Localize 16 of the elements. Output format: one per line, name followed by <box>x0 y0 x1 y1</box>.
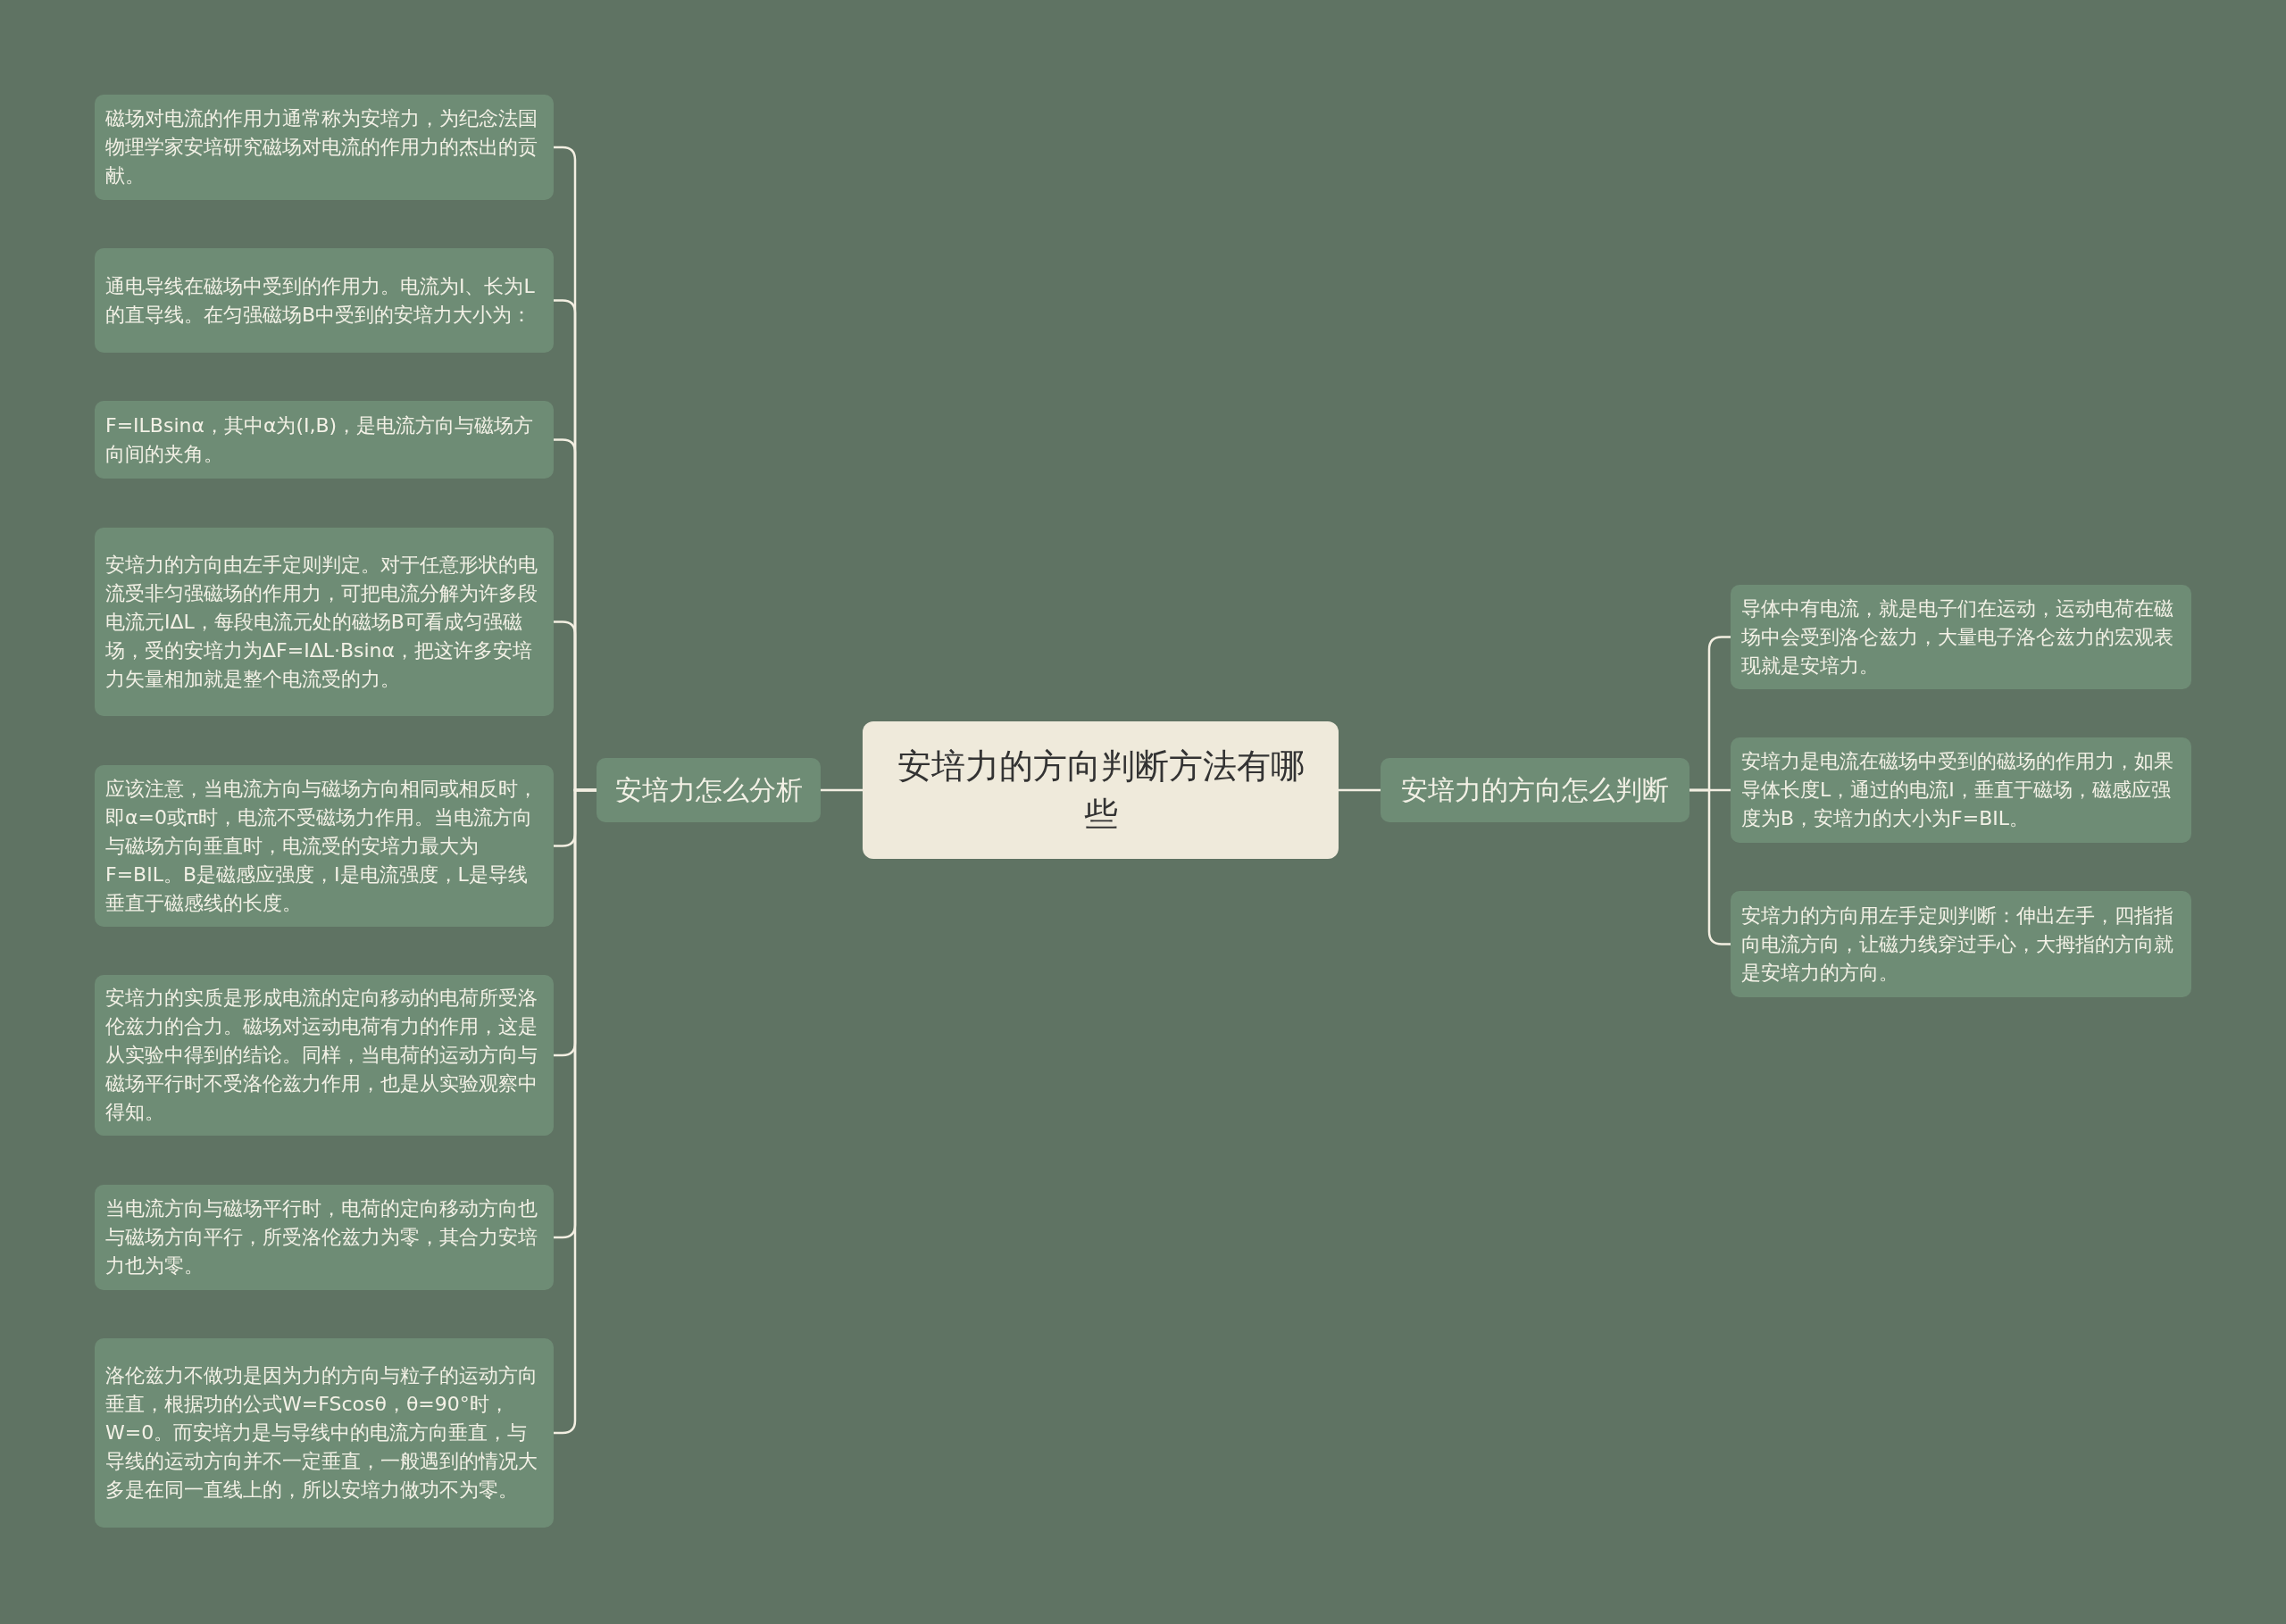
note-box: F=ILBsinα，其中α为(I,B)，是电流方向与磁场方向间的夹角。 <box>95 401 554 479</box>
note-box: 当电流方向与磁场平行时，电荷的定向移动方向也与磁场方向平行，所受洛伦兹力为零，其合力安培力也为零。 <box>95 1185 554 1290</box>
note-box: 应该注意，当电流方向与磁场方向相同或相反时，即α=0或π时，电流不受磁场力作用。当电流方向与磁场方向垂直时，电流受的安培力最大为F=BIL。B是磁感应强度，I是电流强度，L是导线垂直于磁感线的长度。 <box>95 765 554 927</box>
note-box: 安培力的实质是形成电流的定向移动的电荷所受洛伦兹力的合力。磁场对运动电荷有力的作用，这是从实验中得到的结论。同样，当电荷的运动方向与磁场平行时不受洛伦兹力作用，也是从实验观察中得知。 <box>95 975 554 1136</box>
note-box: 导体中有电流，就是电子们在运动，运动电荷在磁场中会受到洛仑兹力，大量电子洛仑兹力的宏观表现就是安培力。 <box>1731 585 2191 689</box>
connector-line <box>1339 788 1381 792</box>
note-box: 安培力的方向用左手定则判断：伸出左手，四指指向电流方向，让磁力线穿过手心，大拇指的方向就是安培力的方向。 <box>1731 891 2191 997</box>
note-box: 安培力的方向由左手定则判定。对于任意形状的电流受非匀强磁场的作用力，可把电流分解为许多段电流元IΔL，每段电流元处的磁场B可看成匀强磁场，受的安培力为ΔF=IΔL·Bsinα，把这许多安培力矢量相加就是整个电流受的力。 <box>95 528 554 716</box>
note-box: 通电导线在磁场中受到的作用力。电流为I、长为L的直导线。在匀强磁场B中受到的安培力大小为： <box>95 248 554 353</box>
subtopic-box: 安培力怎么分析 <box>597 758 821 822</box>
note-box: 洛伦兹力不做功是因为力的方向与粒子的运动方向垂直，根据功的公式W=FScosθ，θ=90°时，W=0。而安培力是与导线中的电流方向垂直，与导线的运动方向并不一定垂直，一般遇到的情况大多是在同一直线上的，所以安培力做功不为零。 <box>95 1338 554 1528</box>
connector-line <box>821 788 863 792</box>
note-box: 磁场对电流的作用力通常称为安培力，为纪念法国物理学家安培研究磁场对电流的作用力的杰出的贡献。 <box>95 95 554 200</box>
note-box: 安培力是电流在磁场中受到的磁场的作用力，如果导体长度L，通过的电流I，垂直于磁场，磁感应强度为B，安培力的大小为F=BIL。 <box>1731 737 2191 843</box>
topic-box: 安培力的方向判断方法有哪些 <box>863 721 1339 859</box>
subtopic-box: 安培力的方向怎么判断 <box>1381 758 1689 822</box>
